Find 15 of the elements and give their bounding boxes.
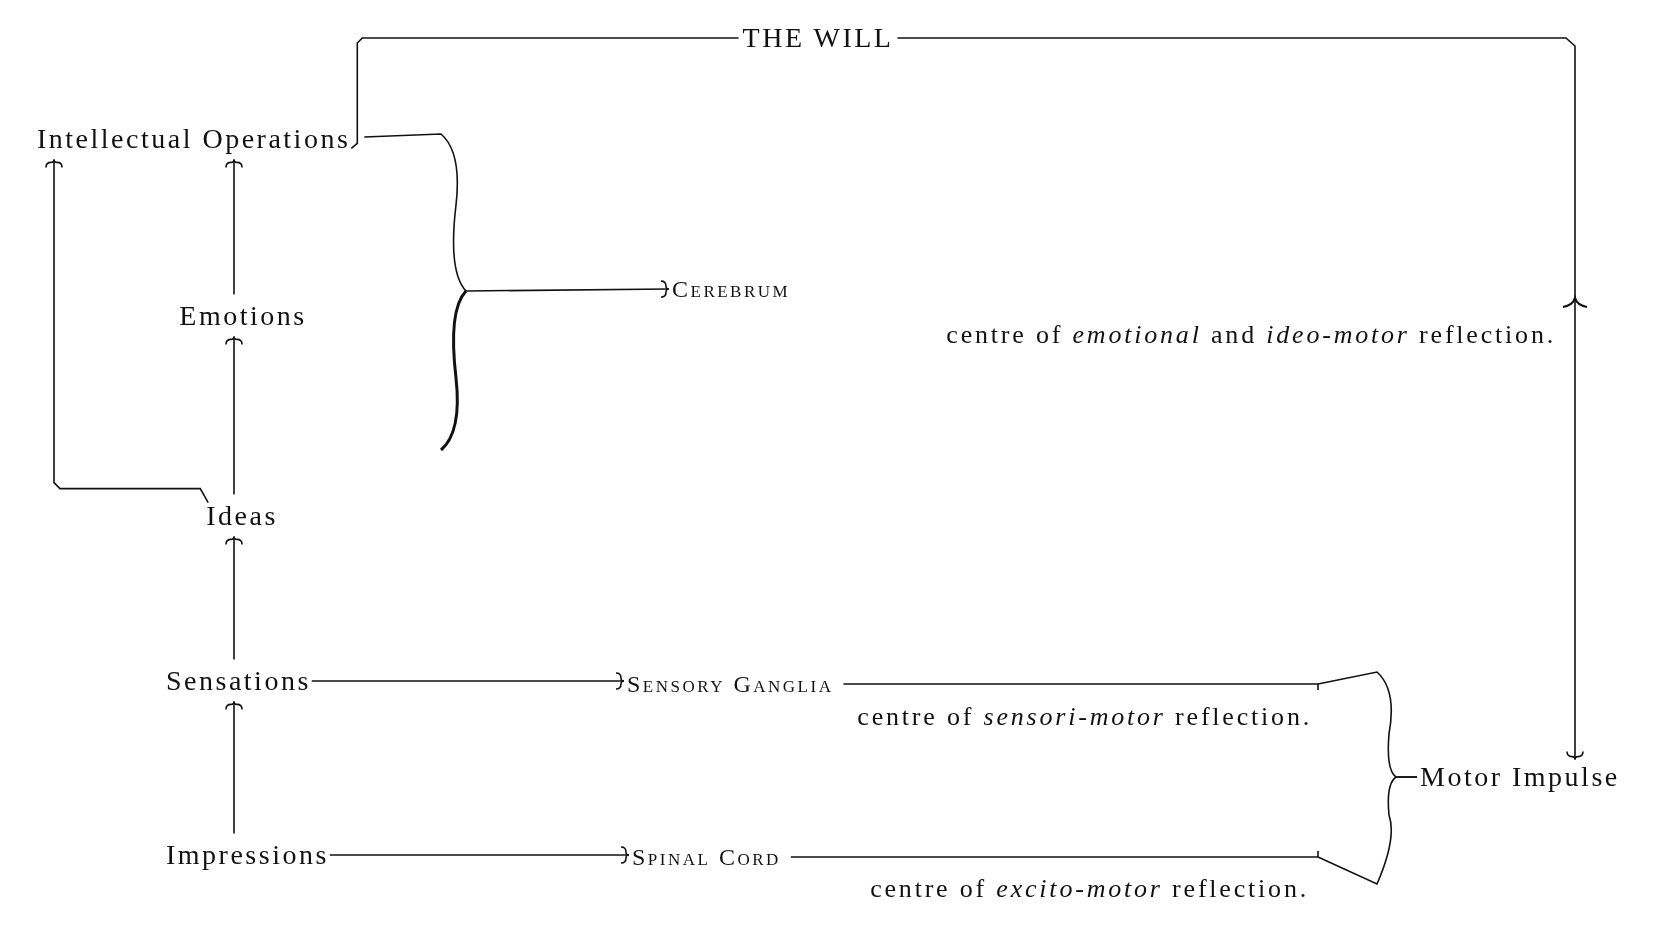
connector-line [790, 776, 1418, 885]
node-label: Motor Impulse [1420, 761, 1620, 793]
node-label: THE WILL [742, 22, 894, 54]
node-label: Impressions [166, 839, 329, 871]
node-label: Sensations [166, 665, 311, 697]
node-label: Cerebrum [672, 275, 791, 303]
node-label: Intellectual Operations [37, 123, 351, 155]
node-label: Spinal Cord [632, 843, 781, 871]
node-caption: centre of sensori-motor reflection. [857, 702, 1312, 732]
note-text: centre of emotional and ideo-motor reflection. [946, 320, 1556, 350]
node-label: Ideas [206, 500, 278, 532]
node-caption: centre of excito-motor reflection. [870, 874, 1309, 904]
connector-line [350, 37, 740, 150]
node-label: Emotions [179, 300, 307, 332]
node-label: Sensory Ganglia [627, 670, 834, 698]
